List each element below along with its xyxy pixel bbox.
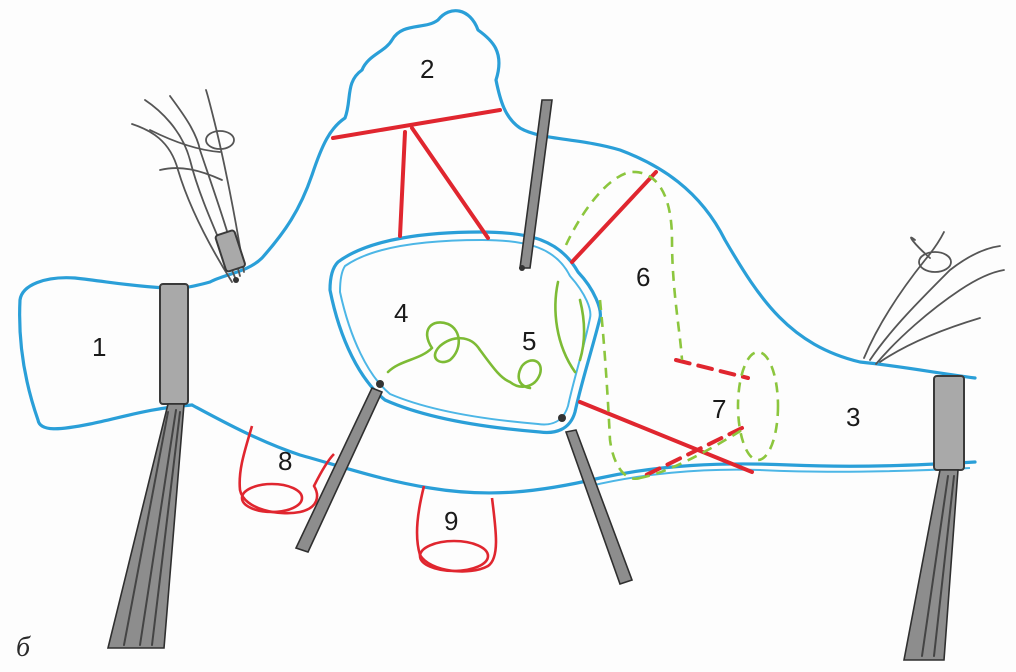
- label-6: 6: [636, 262, 650, 292]
- clamp-right-handle: [903, 469, 959, 661]
- label-3: 3: [846, 402, 860, 432]
- label-2: 2: [420, 54, 434, 84]
- knot-2: [519, 265, 525, 271]
- pouch-9-rim: [418, 539, 490, 573]
- green-dashed-region-7: [736, 350, 780, 462]
- green-coil-thread: [386, 321, 542, 390]
- knot-4: [233, 277, 239, 283]
- suture-bundle-right: [863, 231, 1005, 365]
- inner-ring-inner: [339, 239, 592, 426]
- green-dashed-region-6: [564, 170, 743, 481]
- label-5: 5: [522, 326, 536, 356]
- clamp-left-jaw: [159, 283, 189, 405]
- red-line-diagonal: [410, 126, 490, 240]
- organ-outline: [163, 9, 977, 380]
- panel-letter: б: [16, 632, 31, 663]
- organ-outline-lower-inner: [589, 467, 971, 487]
- suture-bundle-left: [131, 89, 246, 283]
- green-curve-5: [554, 280, 577, 374]
- label-7: 7: [712, 394, 726, 424]
- instrument-upper: [519, 99, 553, 269]
- knot-3: [558, 414, 566, 422]
- knot-1: [376, 380, 384, 388]
- red-line-top: [331, 108, 502, 140]
- red-line-left-vertical: [398, 130, 407, 238]
- organ-outline-lower: [190, 403, 977, 495]
- clamp-right-jaw: [933, 375, 965, 471]
- instrument-lower-right: [564, 429, 634, 586]
- red-dash-7b: [638, 426, 744, 480]
- label-8: 8: [278, 446, 292, 476]
- label-1: 1: [92, 332, 106, 362]
- segment-1-outline: [18, 276, 194, 431]
- clamp-left-handle-detail: [123, 409, 181, 646]
- label-4: 4: [394, 298, 408, 328]
- clamp-right-handle-detail: [921, 475, 955, 657]
- red-line-right-upper: [570, 170, 658, 264]
- pouch-8: [238, 425, 335, 515]
- instrument-lower-left: [294, 386, 384, 553]
- label-9: 9: [444, 506, 458, 536]
- red-dash-7a: [674, 358, 750, 380]
- inner-ring-outer: [328, 230, 602, 435]
- green-curve-5b: [578, 298, 586, 362]
- pouch-8-rim: [240, 482, 304, 514]
- red-line-right-lower: [578, 400, 754, 474]
